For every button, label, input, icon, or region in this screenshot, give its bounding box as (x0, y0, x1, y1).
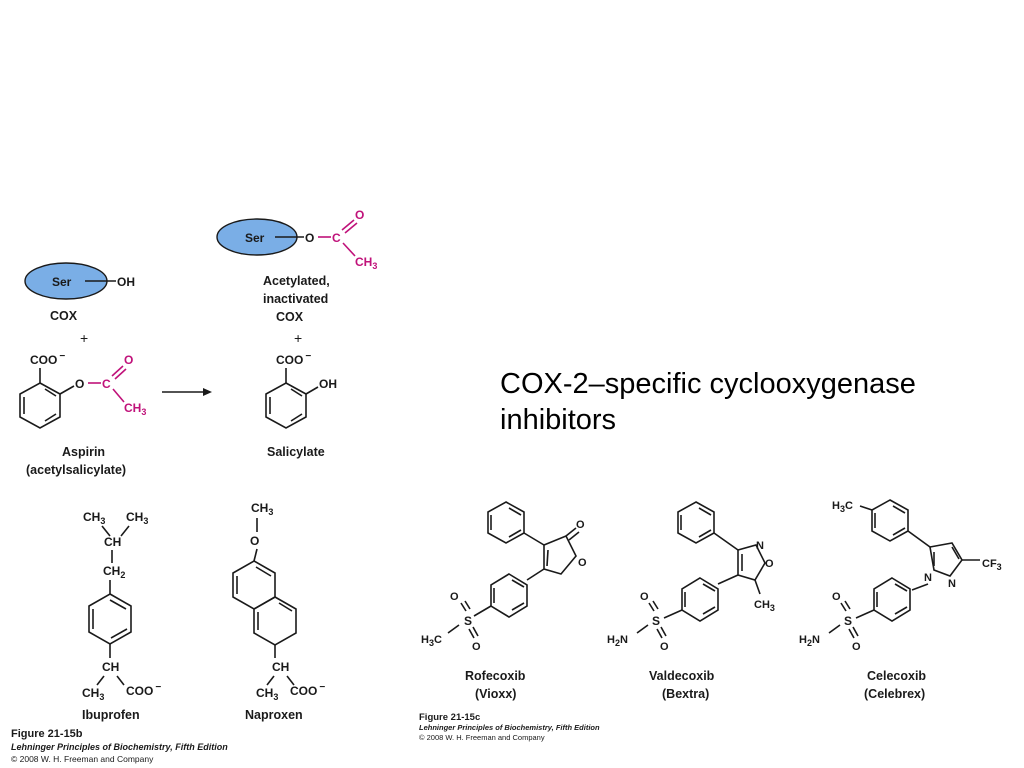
aspirin-chemical-name: (acetylsalicylate) (26, 463, 126, 477)
right-figure-number: Figure 21-15c (419, 712, 480, 723)
svg-text:O: O (640, 591, 649, 603)
svg-text:CH3: CH3 (256, 686, 278, 702)
svg-text:O: O (832, 591, 841, 603)
oh-label: OH (117, 275, 135, 289)
svg-text:H2N: H2N (607, 634, 628, 648)
rofecoxib-brand: (Vioxx) (475, 687, 516, 701)
valdecoxib-name: Valdecoxib (649, 669, 715, 683)
celecoxib-brand: (Celebrex) (864, 687, 925, 701)
svg-text:H3C: H3C (832, 500, 853, 514)
svg-text:COO−: COO− (30, 351, 65, 367)
heading-line-1: COX-2–specific cyclooxygenase (500, 368, 916, 400)
salicylate-molecule: COO− OH Salicylate (265, 351, 337, 459)
svg-text:CH3: CH3 (82, 686, 104, 702)
plus-sign-2: + (294, 330, 302, 346)
ch3-ch: CH (355, 255, 372, 269)
svg-text:O: O (578, 557, 587, 569)
cox-enzyme: Ser OH COX + (24, 262, 135, 346)
salicylate-oh: OH (319, 377, 337, 391)
heading-line-2: inhibitors (500, 404, 617, 436)
celecoxib-molecule: H3C N N CF3 S O O H2N Celecoxib (Celebre… (799, 499, 1002, 701)
svg-text:O: O (852, 641, 861, 653)
left-figure-caption: Figure 21-15b Lehninger Principles of Bi… (11, 728, 228, 764)
aspirin-molecule: COO− O C O CH3 Aspirin (acetylsalicylate… (19, 351, 146, 477)
right-figure-caption: Figure 21-15c Lehninger Principles of Bi… (419, 712, 600, 742)
salicylate-name: Salicylate (267, 445, 325, 459)
svg-text:CH: CH (272, 660, 289, 674)
naproxen-molecule: CH3 O CH CH3 COO− Naproxen (232, 501, 325, 722)
valdecoxib-molecule: N O CH3 S O O H2N Valdecoxib (Bextra) (607, 501, 775, 701)
aspirin-name: Aspirin (62, 445, 105, 459)
svg-text:H2N: H2N (799, 634, 820, 648)
coo-label: COO (30, 353, 57, 367)
svg-text:COO−: COO− (276, 351, 311, 367)
ibuprofen-name: Ibuprofen (82, 708, 140, 722)
svg-text:O: O (450, 591, 459, 603)
celecoxib-name: Celecoxib (867, 669, 926, 683)
plus-sign: + (80, 330, 88, 346)
svg-text:CH3: CH3 (126, 510, 148, 526)
svg-text:S: S (844, 614, 852, 628)
acetylated-cox: Ser O C O CH3 Acetylated, inactivated CO… (216, 208, 377, 346)
cox-label: COX (50, 309, 78, 323)
svg-text:O: O (576, 519, 585, 531)
svg-text:CF3: CF3 (982, 558, 1002, 572)
svg-text:COO−: COO− (290, 682, 325, 698)
svg-text:O: O (660, 641, 669, 653)
svg-text:CH3: CH3 (251, 501, 273, 517)
ibuprofen-molecule: CH3 CH3 CH CH2 CH CH3 COO− Ibuprofen (82, 510, 161, 722)
svg-text:N: N (756, 540, 764, 552)
naproxen-name: Naproxen (245, 708, 303, 722)
acetyl-c: C (332, 231, 341, 245)
aspirin-carbonyl-o: O (124, 353, 133, 367)
svg-text:CH: CH (102, 660, 119, 674)
right-book-title: Lehninger Principles of Biochemistry, Fi… (419, 723, 600, 732)
acetyl-o: O (355, 208, 364, 222)
svg-text:CH2: CH2 (103, 564, 125, 580)
svg-text:O: O (765, 558, 774, 570)
aspirin-o: O (75, 377, 84, 391)
acetylated-line-2: inactivated (263, 292, 328, 306)
ser-label-2: Ser (245, 231, 265, 245)
left-copyright: © 2008 W. H. Freeman and Company (11, 754, 154, 764)
acetylated-line-3: COX (276, 310, 304, 324)
svg-text:CH3: CH3 (754, 599, 775, 613)
rofecoxib-name: Rofecoxib (465, 669, 526, 683)
svg-text:O: O (472, 641, 481, 653)
svg-text:N: N (924, 572, 932, 584)
acetylated-line-1: Acetylated, (263, 274, 330, 288)
right-copyright: © 2008 W. H. Freeman and Company (419, 733, 545, 742)
svg-text:CH: CH (104, 535, 121, 549)
reaction-arrow (162, 388, 212, 396)
svg-text:O: O (250, 534, 259, 548)
slide-heading: COX-2–specific cyclooxygenase inhibitors (500, 366, 1000, 438)
svg-text:H3C: H3C (421, 634, 442, 648)
svg-text:COO−: COO− (126, 682, 161, 698)
svg-text:CH3: CH3 (124, 401, 146, 417)
left-figure-number: Figure 21-15b (11, 728, 83, 740)
svg-text:S: S (464, 614, 472, 628)
o-label: O (305, 231, 314, 245)
svg-text:N: N (948, 578, 956, 590)
ser-label: Ser (52, 275, 72, 289)
svg-text:S: S (652, 614, 660, 628)
aspirin-c: C (102, 377, 111, 391)
valdecoxib-brand: (Bextra) (662, 687, 709, 701)
svg-text:CH3: CH3 (83, 510, 105, 526)
left-book-title: Lehninger Principles of Biochemistry, Fi… (11, 742, 228, 752)
rofecoxib-molecule: O O S O O H3C Rofecoxib (Vioxx) (421, 501, 587, 701)
svg-text:CH3: CH3 (355, 255, 377, 271)
